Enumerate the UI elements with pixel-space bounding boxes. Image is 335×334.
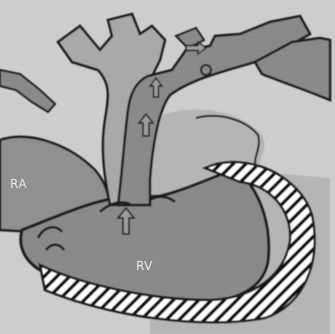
label-rv: RV <box>136 259 153 273</box>
label-ra: RA <box>10 177 27 191</box>
